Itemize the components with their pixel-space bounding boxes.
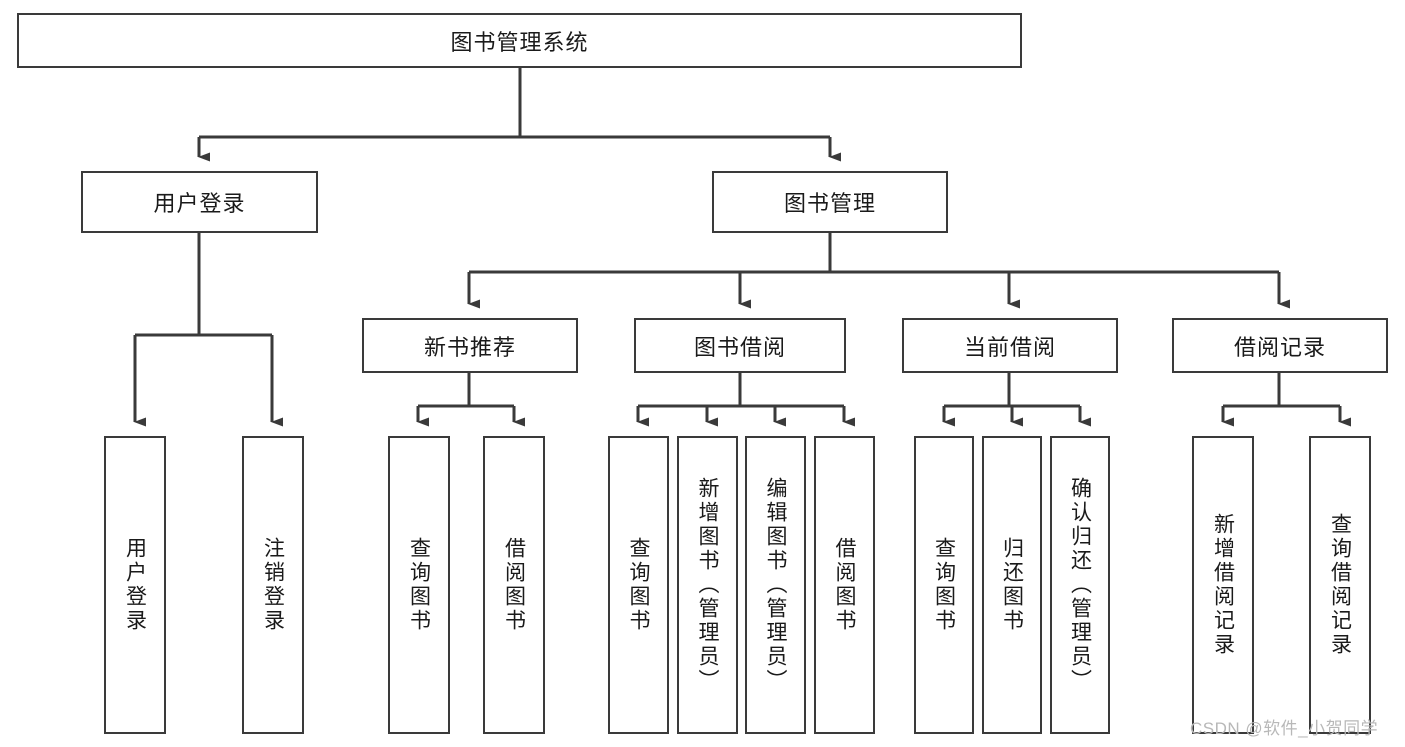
node-leaf-borrow-book-2[interactable]: 借阅图书 bbox=[814, 436, 875, 734]
node-new-book-rec-label: 新书推荐 bbox=[423, 334, 516, 360]
node-leaf-query-book-2[interactable]: 查询图书 bbox=[608, 436, 669, 734]
node-root[interactable]: 图书管理系统 bbox=[17, 13, 1022, 68]
node-leaf-query-book-3-label: 查询图书 bbox=[932, 537, 956, 633]
node-leaf-logout-label: 注销登录 bbox=[261, 537, 285, 633]
node-borrow-record-label: 借阅记录 bbox=[1233, 334, 1326, 360]
node-leaf-borrow-book-1-label: 借阅图书 bbox=[502, 537, 526, 633]
node-leaf-query-book-1-label: 查询图书 bbox=[407, 537, 431, 633]
node-leaf-edit-book-label: 编辑图书（管理员） bbox=[764, 477, 787, 693]
node-leaf-query-record[interactable]: 查询借阅记录 bbox=[1309, 436, 1371, 734]
node-leaf-return-book[interactable]: 归还图书 bbox=[982, 436, 1042, 734]
node-user-login-label: 用户登录 bbox=[153, 191, 246, 216]
node-leaf-query-book-1[interactable]: 查询图书 bbox=[388, 436, 450, 734]
node-book-borrow-label: 图书借阅 bbox=[693, 334, 786, 360]
node-leaf-query-book-3[interactable]: 查询图书 bbox=[914, 436, 974, 734]
node-leaf-add-book[interactable]: 新增图书（管理员） bbox=[677, 436, 738, 734]
node-leaf-query-record-label: 查询借阅记录 bbox=[1328, 513, 1352, 657]
node-leaf-confirm-return[interactable]: 确认归还（管理员） bbox=[1050, 436, 1110, 734]
node-leaf-edit-book[interactable]: 编辑图书（管理员） bbox=[745, 436, 806, 734]
watermark: CSDN @软件_小贺同学 bbox=[1190, 719, 1379, 738]
node-book-manage[interactable]: 图书管理 bbox=[712, 171, 948, 233]
node-leaf-query-book-2-label: 查询图书 bbox=[627, 537, 650, 633]
node-new-book-rec[interactable]: 新书推荐 bbox=[362, 318, 578, 373]
node-leaf-borrow-book-1[interactable]: 借阅图书 bbox=[483, 436, 545, 734]
node-current-borrow[interactable]: 当前借阅 bbox=[902, 318, 1118, 373]
node-leaf-return-book-label: 归还图书 bbox=[1000, 537, 1024, 633]
node-user-login[interactable]: 用户登录 bbox=[81, 171, 318, 233]
node-leaf-logout[interactable]: 注销登录 bbox=[242, 436, 304, 734]
node-borrow-record[interactable]: 借阅记录 bbox=[1172, 318, 1388, 373]
node-current-borrow-label: 当前借阅 bbox=[963, 334, 1056, 360]
node-leaf-add-book-label: 新增图书（管理员） bbox=[696, 477, 719, 693]
node-book-borrow[interactable]: 图书借阅 bbox=[634, 318, 846, 373]
node-leaf-user-login[interactable]: 用户登录 bbox=[104, 436, 166, 734]
node-leaf-confirm-return-label: 确认归还（管理员） bbox=[1068, 477, 1092, 693]
node-leaf-user-login-label: 用户登录 bbox=[123, 537, 147, 633]
node-root-label: 图书管理系统 bbox=[450, 29, 589, 55]
node-leaf-borrow-book-2-label: 借阅图书 bbox=[833, 537, 856, 633]
node-book-manage-label: 图书管理 bbox=[783, 191, 876, 216]
node-leaf-add-record-label: 新增借阅记录 bbox=[1211, 513, 1235, 657]
node-leaf-add-record[interactable]: 新增借阅记录 bbox=[1192, 436, 1254, 734]
